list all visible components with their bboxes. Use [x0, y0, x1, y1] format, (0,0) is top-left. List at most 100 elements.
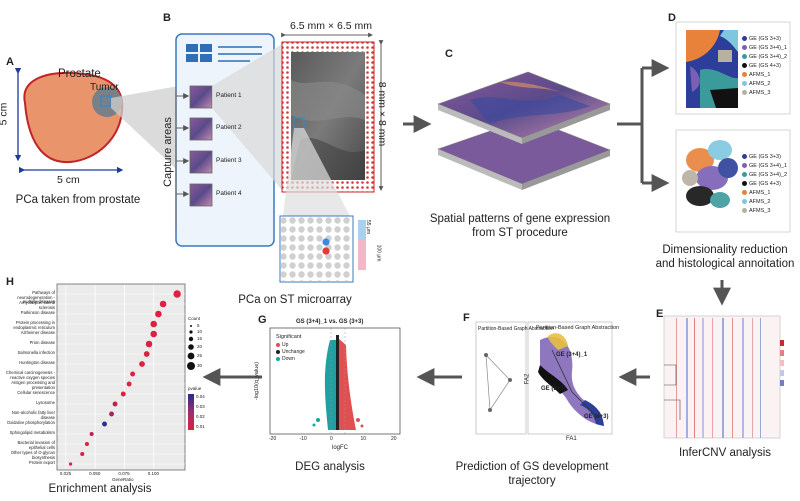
dotplot-xtick: 0.050 [89, 471, 101, 476]
legend-item: AFMS_2 [742, 197, 787, 206]
slide-icon [186, 44, 262, 62]
enrichment-dot [150, 320, 157, 328]
count-legend-value: 30 [197, 363, 203, 368]
spot-size-label: 55 μm [365, 220, 371, 234]
enrichment-dot [126, 381, 132, 387]
patient-4-label: Patient 4 [216, 190, 242, 197]
legend-item: GE (GS 3+4)_2 [742, 52, 787, 61]
legend-item: GE (GS 4+3) [742, 179, 787, 188]
pvalue-legend-value: 0.04 [196, 394, 205, 399]
legend-item: AFMS_1 [742, 70, 787, 79]
legend-swatch [742, 36, 747, 41]
enrichment-dot [80, 451, 85, 457]
patient-2-label: Patient 2 [216, 124, 242, 131]
volcano-xtick: 0 [330, 436, 333, 442]
caption-c-line2: from ST procedure [472, 227, 568, 239]
legend-label: GE (GS 3+3) [749, 35, 781, 42]
enrichment-term-label: Prion disease [29, 340, 55, 345]
enrichment-dot [120, 391, 126, 397]
patient-3-label: Patient 3 [216, 157, 242, 164]
enrichment-dot [68, 462, 73, 466]
enrichment-term-label: Amyotrophic lateral sclerosis [19, 300, 55, 310]
enrichment-dot [84, 441, 89, 447]
caption-d-line1: Dimensionality reduction [662, 244, 788, 256]
height-dim-label: 8 mm × 8 mm [376, 81, 389, 147]
legend-label: GE (GS 3+3) [749, 153, 781, 160]
legend-swatch [742, 90, 747, 95]
enrichment-dot [109, 411, 114, 417]
legend-item: GE (GS 3+4)_2 [742, 170, 787, 179]
caption-g: DEG analysis [295, 461, 365, 473]
caption-b: PCa on ST microarray [238, 294, 352, 306]
count-legend-value: 5 [197, 323, 200, 328]
enrichment-dot [130, 371, 136, 377]
volcano-legend-item: Unchange [276, 348, 305, 355]
legend-label: GE (GS 3+4)_2 [749, 171, 788, 178]
panel-label-d: D [668, 12, 676, 24]
enrichment-term-label: Oxidative phosphorylation [6, 420, 55, 425]
enrichment-term-label: Salmonella infection [17, 350, 55, 355]
legend-label: GE (GS 3+4)_1 [749, 44, 788, 51]
pvalue-legend-title: pvalue [188, 386, 202, 391]
paga-right-title: Partition-Based Graph Abstraction [536, 325, 620, 331]
fa2-axis-label: FA2 [524, 373, 531, 385]
legend-item: GE (GS 3+4)_1 [742, 161, 787, 170]
caption-f: Prediction of GS development trajectory [455, 461, 609, 487]
count-legend-value: 15 [197, 336, 203, 341]
count-legend-value: 20 [197, 344, 203, 349]
heatmap-stripes [676, 318, 761, 438]
volcano-legend-title: Significant [276, 334, 302, 340]
enrichment-dot [150, 330, 157, 338]
pvalue-legend-value: 0.02 [196, 414, 205, 419]
paga-left-frame [475, 321, 527, 435]
legend-item: AFMS_2 [742, 79, 787, 88]
volcano-legend-swatch [276, 349, 280, 354]
legend-swatch [742, 72, 747, 77]
volcano-legend-item: Down [276, 355, 305, 362]
legend-item: GE (GS 3+4)_1 [742, 43, 787, 52]
panel-label-h: H [6, 276, 14, 288]
legend-label: AFMS_3 [749, 89, 771, 96]
patient-3-tissue [189, 150, 213, 174]
spot-distance-label: 100 μm [375, 244, 382, 262]
legend-label: GE (GS 3+4)_1 [749, 162, 788, 169]
legend-item: GE (GS 4+3) [742, 61, 787, 70]
panel-label-e: E [656, 308, 664, 320]
capture-areas-label: Capture areas [161, 117, 174, 187]
volcano-ylabel: -log10(q_value) [254, 361, 261, 401]
legend-label: AFMS_2 [749, 198, 771, 205]
enrichment-term-label: Antigen processing and presentation [11, 380, 55, 390]
legend-item: GE (GS 3+3) [742, 34, 787, 43]
enrichment-dot [89, 431, 94, 437]
enrichment-term-label: Cellular senescence [17, 390, 55, 395]
legend-swatch [742, 181, 747, 186]
width-dimension: 5 cm [57, 174, 80, 186]
volcano-xtick: 10 [360, 436, 367, 442]
volcano-legend-label: Unchange [282, 348, 305, 355]
enrichment-dot [155, 310, 162, 318]
enrichment-term-label: Huntington disease [19, 360, 55, 365]
legend-label: GE (GS 4+3) [749, 180, 781, 187]
umap-legend: GE (GS 3+3) GE (GS 3+4)_1 GE (GS 3+4)_2 GE … [742, 152, 787, 215]
paga-left-title: Partition-Based Graph Abstraction [478, 326, 554, 332]
enrichment-dot [112, 401, 118, 407]
panel-label-f: F [463, 312, 470, 324]
enrichment-term-label: Protein export [28, 460, 55, 465]
caption-h: Enrichment analysis [48, 483, 152, 495]
legend-swatch [742, 45, 747, 50]
legend-swatch [742, 54, 747, 59]
legend-label: AFMS_2 [749, 80, 771, 87]
legend-label: AFMS_1 [749, 71, 771, 78]
pvalue-legend-value: 0.03 [196, 404, 205, 409]
patient-1-tissue [189, 85, 213, 109]
volcano-legend-label: Down [282, 355, 295, 362]
legend-item: AFMS_3 [742, 206, 787, 215]
width-dim-label: 6.5 mm × 6.5 mm [290, 20, 372, 32]
legend-item: AFMS_3 [742, 88, 787, 97]
legend-item: GE (GS 3+3) [742, 152, 787, 161]
legend-label: GE (GS 3+4)_2 [749, 53, 788, 60]
volcano-title: GS (3+4)_1 vs. GS (3+3) [296, 319, 364, 325]
legend-label: AFMS_1 [749, 189, 771, 196]
patient-2-tissue [189, 117, 213, 141]
enrichment-term-label: Sphingolipid metabolism [9, 430, 55, 435]
